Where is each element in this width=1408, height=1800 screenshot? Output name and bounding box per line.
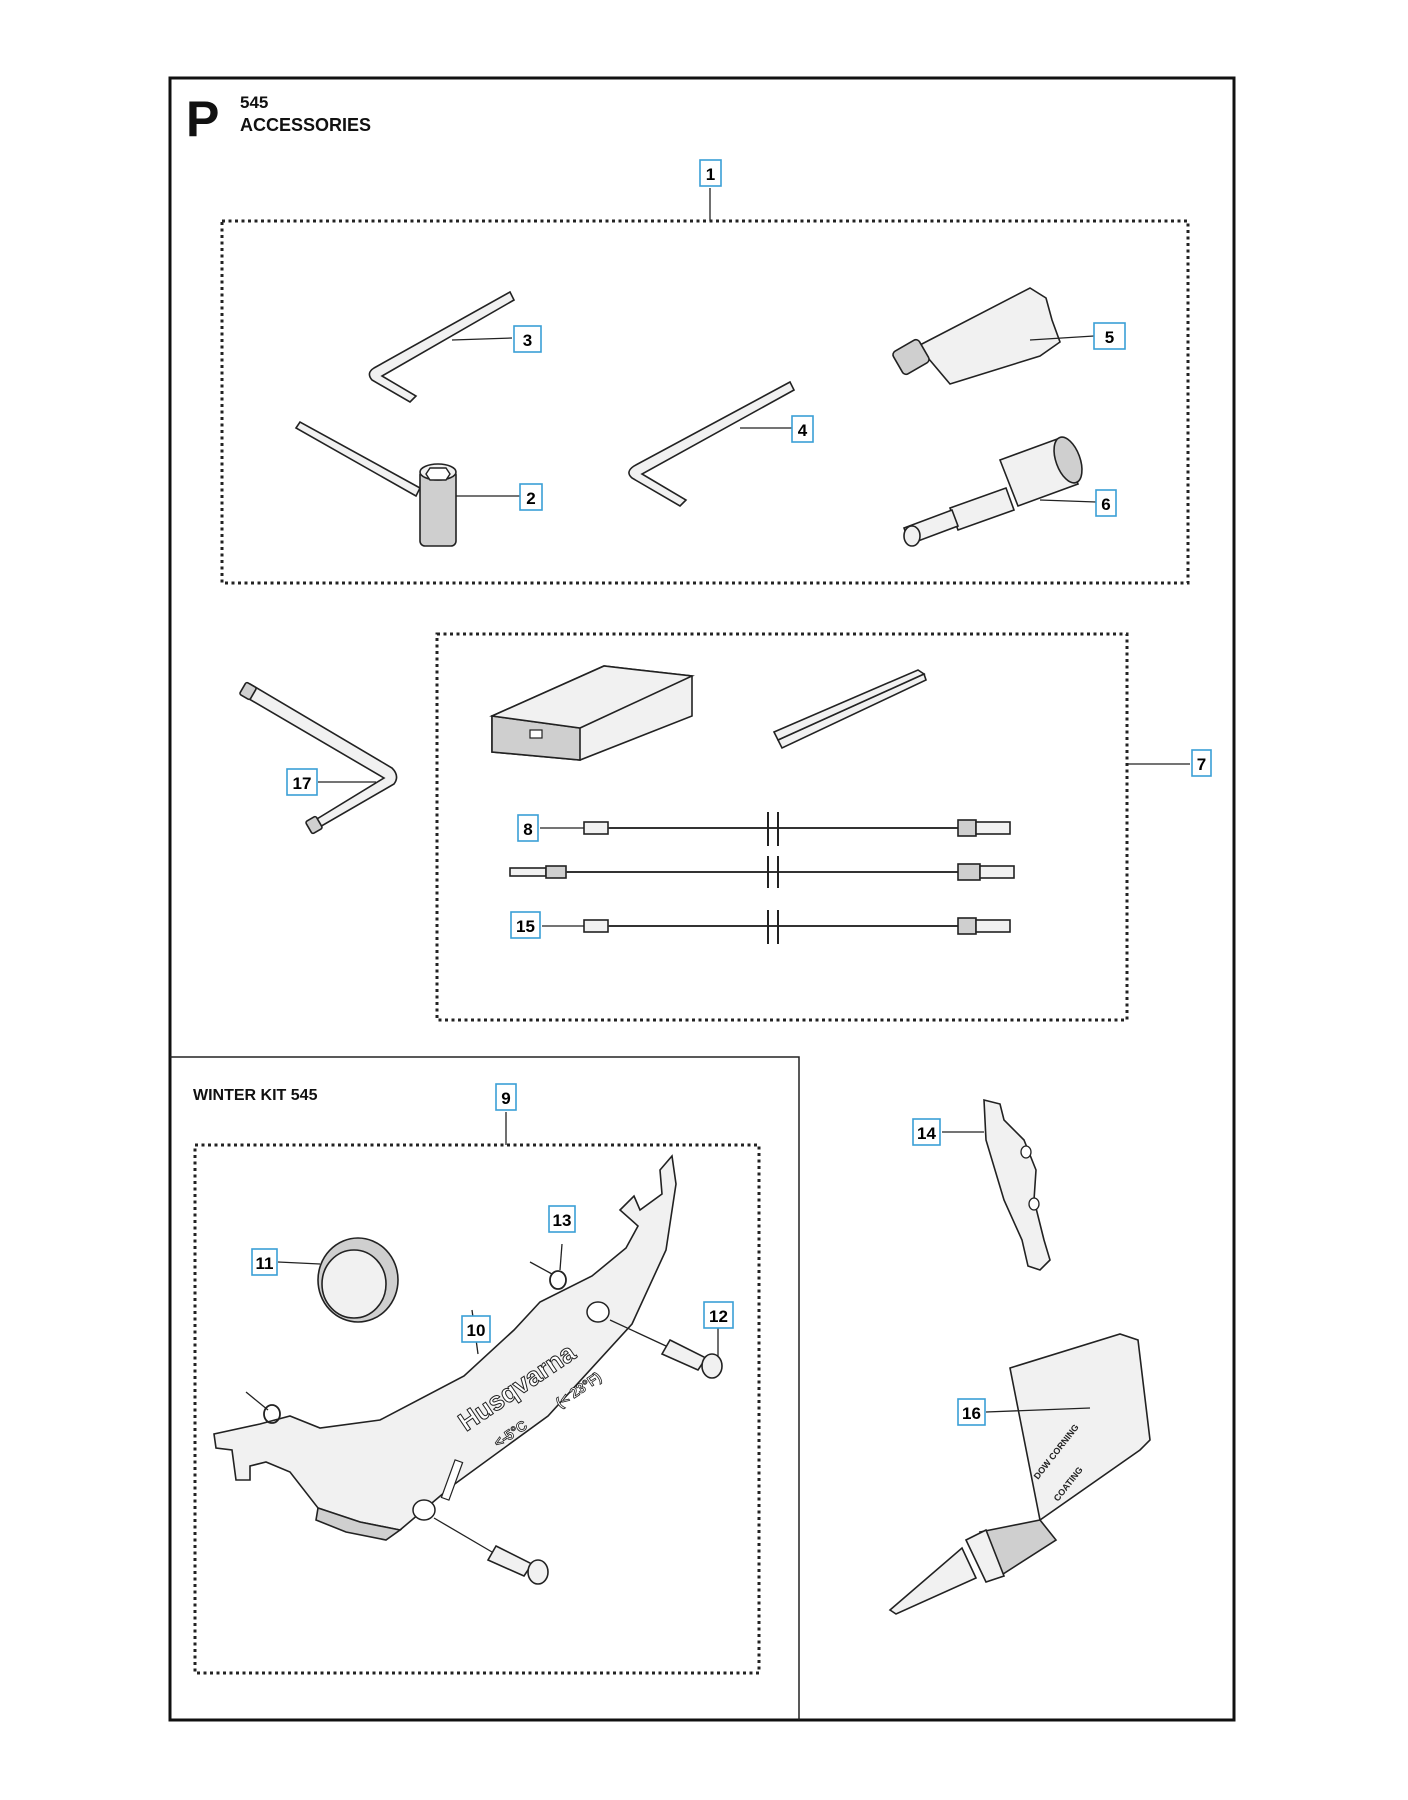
callout-7[interactable]: 7: [1191, 749, 1212, 777]
svg-text:2: 2: [526, 489, 535, 508]
svg-text:7: 7: [1197, 755, 1206, 774]
callout-2[interactable]: 2: [519, 483, 543, 511]
svg-text:12: 12: [709, 1307, 728, 1326]
group-box-diagnostic: [435, 632, 1129, 1022]
diagnostic-interface-box-icon: [489, 665, 695, 761]
svg-text:17: 17: [293, 774, 312, 793]
group-box-kit: [220, 219, 1190, 585]
svg-text:3: 3: [523, 331, 532, 350]
usb-cable-icon: [509, 856, 1015, 888]
cable-15-icon: [583, 910, 1011, 944]
svg-text:11: 11: [256, 1254, 274, 1273]
spark-plug-wrench-icon: [294, 420, 457, 547]
callout-17[interactable]: 17: [286, 768, 318, 796]
svg-text:14: 14: [917, 1124, 936, 1143]
svg-text:1: 1: [706, 165, 715, 184]
callout-10[interactable]: 10: [461, 1315, 491, 1343]
page-title: ACCESSORIES: [240, 115, 371, 135]
svg-text:8: 8: [523, 820, 532, 839]
svg-text:10: 10: [467, 1321, 486, 1340]
bracket-14-icon: [983, 1098, 1051, 1271]
callout-5[interactable]: 5: [1093, 322, 1126, 350]
callout-15[interactable]: 15: [510, 911, 541, 939]
winter-kit-panel: [170, 1056, 800, 1720]
hex-key-large-icon: [628, 380, 796, 508]
callout-6[interactable]: 6: [1095, 489, 1117, 517]
grease-tube-icon: [892, 287, 1061, 385]
winter-cover-icon: Husqvarna <-5°C (< 23°F): [213, 1154, 677, 1541]
callout-13[interactable]: 13: [548, 1205, 576, 1233]
l-tool-17-icon: [239, 681, 398, 835]
svg-text:4: 4: [798, 421, 808, 440]
rubber-plug-icon: [317, 1237, 399, 1323]
screw-bottom-icon: [433, 1517, 549, 1585]
svg-text:16: 16: [962, 1404, 981, 1423]
model-number: 545: [240, 93, 268, 112]
silicone-tube-icon: DOW CORNING COATING: [888, 1333, 1151, 1615]
section-letter: P: [186, 91, 219, 147]
group-box-winter-kit: [193, 1143, 761, 1675]
hex-key-small-icon: [368, 290, 516, 404]
callout-12[interactable]: 12: [703, 1301, 734, 1329]
cable-8-icon: [583, 812, 1011, 846]
tweezers-icon: [772, 669, 927, 750]
svg-text:6: 6: [1101, 495, 1110, 514]
callout-11[interactable]: 11: [251, 1248, 278, 1276]
bearing-driver-icon: [902, 436, 1083, 547]
callout-9[interactable]: 9: [495, 1083, 517, 1111]
page-frame: [168, 76, 1236, 1722]
callout-14[interactable]: 14: [912, 1118, 941, 1146]
o-ring-icon: [549, 1270, 567, 1290]
callout-16[interactable]: 16: [957, 1398, 986, 1426]
svg-text:15: 15: [516, 917, 535, 936]
callout-1[interactable]: 1: [699, 159, 722, 187]
callout-4[interactable]: 4: [791, 415, 814, 443]
svg-text:5: 5: [1105, 328, 1114, 347]
svg-text:13: 13: [553, 1211, 572, 1230]
callout-3[interactable]: 3: [513, 325, 542, 353]
winter-kit-label: WINTER KIT 545: [193, 1087, 318, 1104]
screw-top-icon: [609, 1319, 723, 1379]
svg-text:9: 9: [501, 1089, 510, 1108]
callout-8[interactable]: 8: [517, 814, 539, 842]
